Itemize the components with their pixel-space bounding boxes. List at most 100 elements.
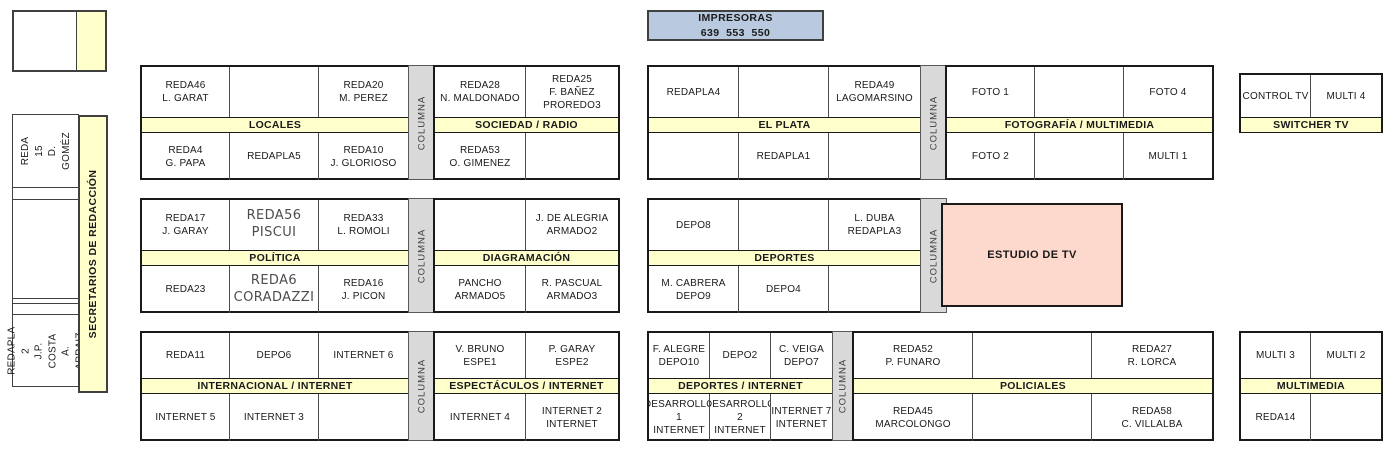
desk-cell: L. DUBA REDAPLA3: [847, 213, 902, 237]
desk-cell: REDAPLA1: [739, 133, 829, 180]
section-band: MULTIMEDIA: [1241, 378, 1381, 394]
desk-cell: [739, 200, 829, 250]
desk-cell: REDA27 R. LORCA: [1127, 343, 1177, 368]
desk-cell: REDA56 PISCUI: [230, 200, 319, 250]
desk-cell: REDA28 N. MALDONADO: [435, 67, 526, 117]
section-band: EL PLATA: [649, 117, 920, 133]
desk-row: INTERNET 4 INTERNET 2 INTERNET: [435, 394, 618, 441]
impresoras-title: IMPRESORAS: [698, 12, 773, 25]
desk-cell: DEPO4: [739, 266, 829, 313]
desk-cell: [230, 67, 319, 117]
left-desk-cell: REDA 15 D. GOMÉZ: [12, 114, 79, 188]
desk-cell: DESARROLLO 2 INTERNET: [710, 394, 771, 441]
desk-cell: DEPO2: [710, 333, 771, 378]
desk-cell: MULTI 2: [1326, 350, 1366, 361]
desk-cell: REDA6 CORADAZZI: [230, 266, 319, 313]
desk-cell: [435, 200, 526, 250]
desk-row: REDA52 P. FUNARO REDA27 R. LORCA: [854, 333, 1212, 378]
desk-cell: MULTI 3: [1241, 333, 1311, 378]
columna-pillar: COLUMNA: [920, 65, 947, 180]
desk-cell: INTERNET 5: [142, 394, 230, 441]
desk-cell: MULTI 1: [1148, 151, 1188, 162]
left-desk-spacer: [12, 199, 79, 299]
desk-cell: REDA53 O. GIMENEZ: [435, 133, 526, 180]
desk-cell: DESARROLLO 1 INTERNET: [649, 394, 710, 441]
desk-cell: INTERNET 3: [230, 394, 319, 441]
desk-cell: [649, 133, 739, 180]
left-desk-label: REDAPLA 2 J.P. COSTA A. APRAIZ: [6, 326, 85, 375]
desk-cell: INTERNET 2 INTERNET: [541, 405, 603, 430]
desk-cell: REDA25 F. BAÑEZ PROREDO3: [543, 73, 601, 111]
desk-cell: REDA45 MARCOLONGO: [854, 394, 973, 441]
desk-cell: F. ALEGRE DEPO10: [649, 333, 710, 378]
desk-cell: [973, 333, 1092, 378]
desk-cell: REDA4 G. PAPA: [142, 133, 230, 180]
desk-cell: DEPO6: [230, 333, 319, 378]
desk-cell: REDA17 J. GARAY: [142, 200, 230, 250]
columna-label: COLUMNA: [416, 95, 427, 150]
desk-cell: REDA58 C. VILLALBA: [1121, 405, 1183, 430]
desk-cell: DEPO8: [649, 200, 739, 250]
desk-cell: INTERNET 4: [435, 394, 526, 441]
desk-cell: R. PASCUAL ARMADO3: [541, 277, 603, 302]
desk-cell: REDA16 J. PICON: [341, 277, 386, 302]
desk-cell: REDA49 LAGOMARSINO: [836, 80, 913, 104]
section-band: POLICIALES: [854, 378, 1212, 394]
secretarios-label: SECRETARIOS DE REDACCIÓN: [87, 169, 99, 339]
desk-row: REDA53 O. GIMENEZ: [435, 133, 618, 180]
section-band: SWITCHER TV: [1241, 117, 1381, 133]
section-band: INTERNACIONAL / INTERNET: [142, 378, 408, 394]
desk-cell: [526, 133, 618, 180]
columna-label: COLUMNA: [416, 358, 427, 414]
left-desk-cell: REDAPLA 2 J.P. COSTA A. APRAIZ: [6, 314, 85, 387]
desk-cell: INTERNET 7 INTERNET: [771, 405, 832, 430]
desk-cell: REDAPLA4: [649, 67, 739, 117]
section-band: DIAGRAMACIÓN: [435, 250, 618, 266]
desk-cell: [1035, 67, 1124, 117]
section-band: SOCIEDAD / RADIO: [435, 117, 618, 133]
desk-cell: [973, 394, 1092, 441]
corner-desk-strip: [76, 12, 105, 70]
desk-cell: M. CABRERA DEPO9: [649, 266, 739, 313]
estudio-tv-label: ESTUDIO DE TV: [987, 249, 1077, 261]
columna-pillar: COLUMNA: [408, 198, 435, 313]
section-band: ESPECTÁCULOS / INTERNET: [435, 378, 618, 394]
desk-row: REDA28 N. MALDONADO REDA25 F. BAÑEZ PRORE…: [435, 67, 618, 117]
columna-label: COLUMNA: [416, 228, 427, 283]
desk-row: DEPO8 L. DUBA REDAPLA3: [649, 200, 920, 250]
desk-row: REDA45 MARCOLONGO REDA58 C. VILLALBA: [854, 394, 1212, 441]
desk-row: MULTI 3 MULTI 2: [1241, 333, 1381, 378]
impresoras-numbers: 639 553 550: [700, 26, 771, 39]
columna-label: COLUMNA: [928, 95, 939, 150]
desk-cell: REDA33 L. ROMOLI: [337, 213, 390, 237]
desk-cell: [739, 67, 829, 117]
estudio-tv-box: ESTUDIO DE TV: [941, 203, 1123, 307]
desk-row: DESARROLLO 1 INTERNETDESARROLLO 2 INTERN…: [649, 394, 832, 441]
desk-cell: REDA11: [142, 333, 230, 378]
secretarios-bar: SECRETARIOS DE REDACCIÓN: [78, 115, 108, 393]
columna-pillar: COLUMNA: [408, 65, 435, 180]
section-band: LOCALES: [142, 117, 408, 133]
desk-cell: REDA52 P. FUNARO: [854, 333, 973, 378]
columna-pillar: COLUMNA: [408, 331, 435, 441]
desk-cell: P. GARAY ESPE2: [548, 343, 596, 368]
